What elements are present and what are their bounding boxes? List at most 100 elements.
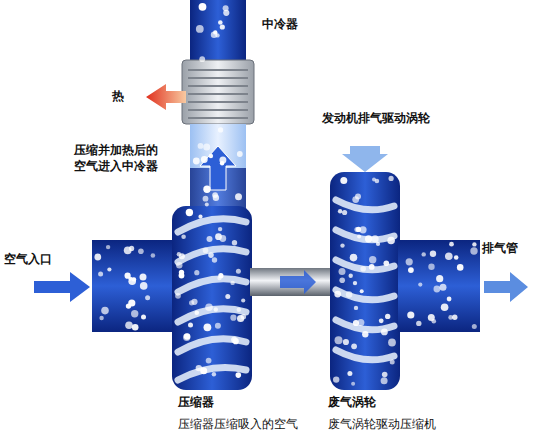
air-dot	[200, 367, 207, 374]
air-dot	[430, 251, 436, 257]
air-dot	[218, 20, 223, 25]
air-dot	[351, 382, 355, 386]
air-dot	[339, 278, 345, 284]
air-dot	[351, 343, 357, 349]
air-dot	[204, 323, 212, 331]
air-dot	[416, 321, 421, 326]
air-dot	[230, 315, 236, 321]
air-dot	[131, 310, 138, 317]
air-dot	[241, 298, 245, 302]
air-dot	[207, 236, 213, 242]
air-dot	[454, 255, 459, 260]
air-dot	[218, 227, 222, 231]
air-dot	[214, 307, 218, 311]
air-dot	[203, 143, 210, 150]
air-dot	[211, 32, 218, 39]
air-dot	[230, 281, 234, 285]
air-dot	[470, 247, 477, 254]
note: 压缩并加热后的 空气进入中冷器	[66, 142, 166, 174]
air-dot	[128, 278, 136, 286]
air-dot	[360, 266, 366, 272]
air-dot	[241, 314, 246, 319]
air-dot	[381, 329, 388, 336]
air-dot	[357, 235, 361, 239]
note: 压缩器压缩吸入的空气	[178, 416, 298, 432]
air-dot	[198, 143, 204, 149]
air-dot	[199, 56, 205, 62]
air-dot	[233, 338, 239, 344]
air-dot	[175, 293, 181, 299]
air-dot	[186, 209, 193, 216]
air-dot	[447, 297, 452, 302]
air-dot	[203, 186, 210, 193]
air-dot	[128, 299, 135, 306]
part-name: 压缩器	[178, 394, 214, 410]
air-dot	[353, 320, 359, 326]
air-dot	[354, 306, 358, 310]
air-dot	[347, 371, 352, 376]
note: 发动机排气驱动涡轮	[322, 110, 430, 126]
air-dot	[106, 245, 110, 249]
air-dot	[125, 273, 131, 279]
air-dot	[389, 176, 394, 181]
air-dot	[201, 156, 208, 163]
air-dot	[193, 158, 200, 165]
air-dot	[199, 3, 207, 11]
air-dot	[390, 360, 395, 365]
air-dot	[125, 321, 133, 329]
air-dot	[194, 270, 199, 275]
air-dot	[176, 262, 182, 268]
air-dot	[212, 257, 217, 262]
air-dot	[99, 316, 103, 320]
air-dot	[223, 10, 229, 16]
air-dot	[141, 315, 146, 320]
air-dot	[375, 179, 380, 184]
air-dot	[352, 196, 359, 203]
air-dot	[362, 331, 368, 337]
air-dot	[191, 299, 197, 305]
air-dot	[203, 248, 209, 254]
air-dot	[188, 323, 193, 328]
air-dot	[418, 283, 422, 287]
air-dot	[354, 227, 359, 232]
air-dot	[338, 209, 342, 213]
air-dot	[407, 311, 414, 318]
air-dot	[206, 358, 212, 364]
part-name: 排气管	[482, 240, 518, 256]
air-dot	[183, 334, 190, 341]
air-dot	[422, 252, 426, 256]
air-dot	[225, 294, 230, 299]
air-dot	[179, 253, 185, 259]
air-dot	[457, 264, 464, 271]
air-dot	[387, 237, 395, 245]
air-dot	[140, 273, 147, 280]
air-dot	[232, 240, 237, 245]
air-dot	[472, 324, 477, 329]
air-dot	[346, 291, 352, 297]
air-dot	[179, 270, 184, 275]
air-dot	[365, 235, 372, 242]
air-dot	[237, 151, 243, 157]
air-dot	[132, 324, 139, 331]
air-dot	[382, 372, 388, 378]
air-dot	[445, 252, 453, 260]
air-dot	[372, 235, 379, 242]
air-dot	[218, 127, 223, 132]
air-dot	[360, 289, 364, 293]
air-dot	[107, 267, 111, 271]
air-dot	[436, 275, 443, 282]
air-dot	[98, 271, 103, 276]
air-dot	[381, 377, 388, 384]
air-dot	[472, 242, 476, 246]
air-dot	[369, 264, 375, 270]
air-dot	[441, 303, 449, 311]
note: 废气涡轮驱动压缩机	[328, 416, 436, 432]
air-dot	[236, 372, 242, 378]
air-dot	[205, 203, 209, 207]
air-dot	[376, 242, 380, 246]
air-dot	[196, 25, 204, 33]
air-dot	[237, 308, 241, 312]
air-dot	[349, 274, 353, 278]
air-dot	[334, 291, 341, 298]
